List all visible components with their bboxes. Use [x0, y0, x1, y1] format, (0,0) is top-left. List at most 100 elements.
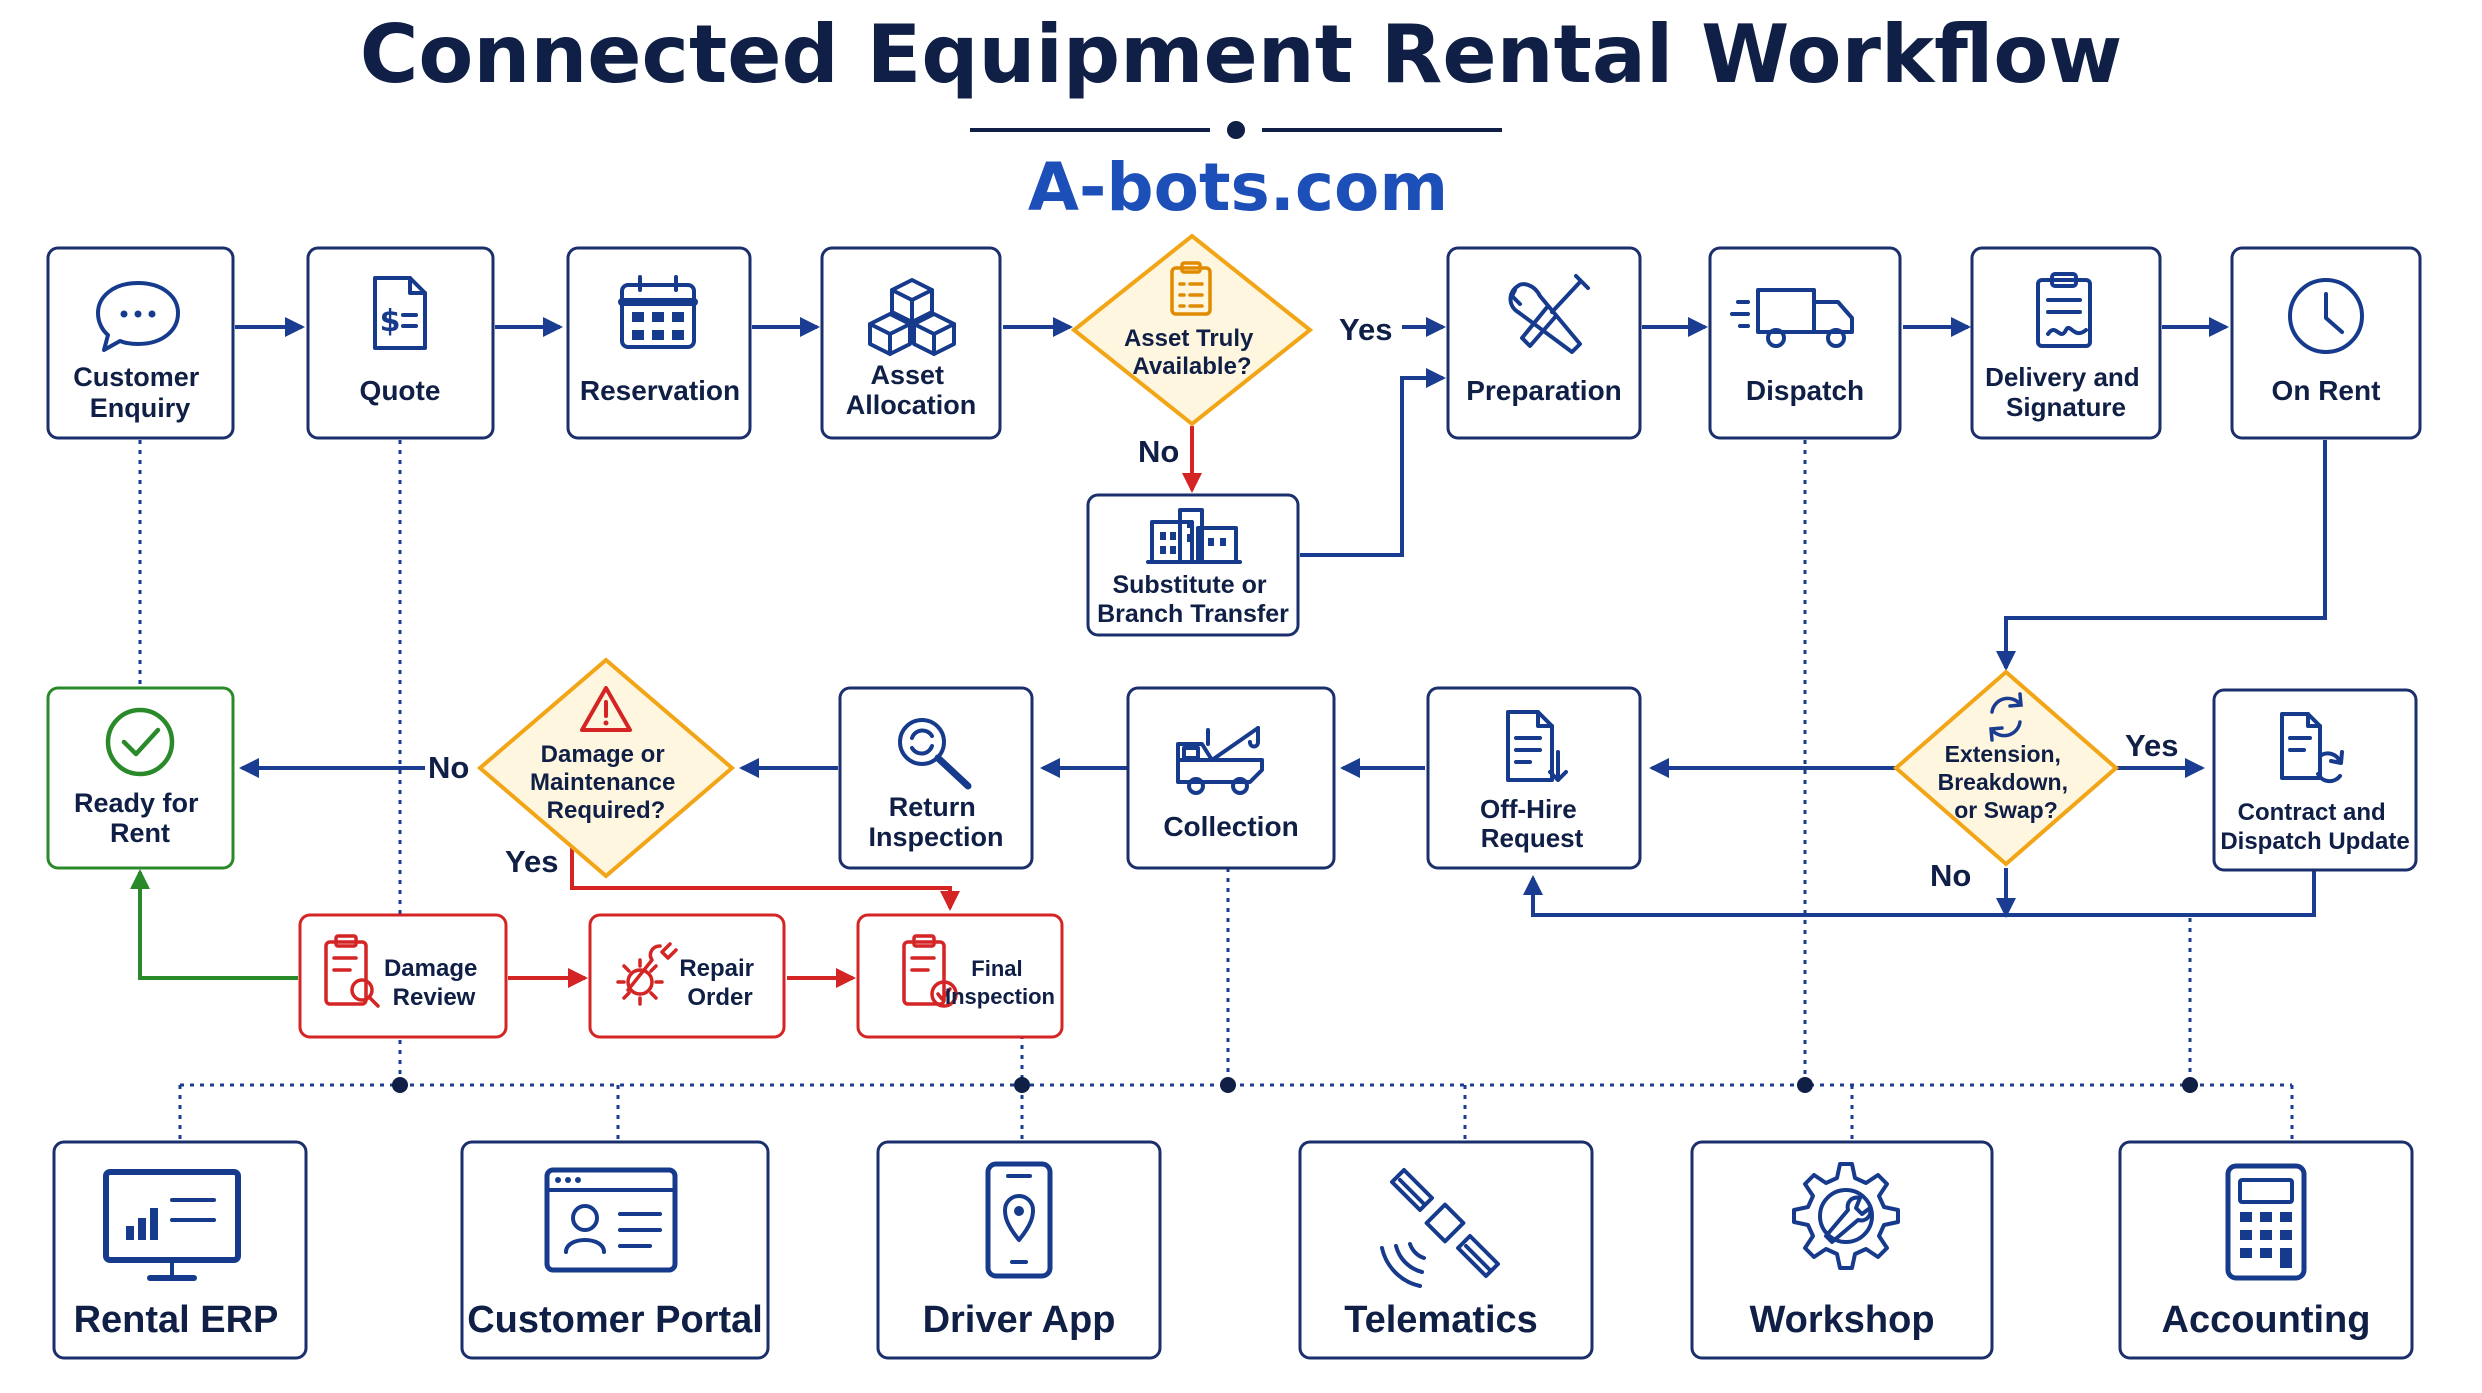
svg-text:Off-Hire Request: Off-Hire Request — [1480, 794, 1584, 853]
system-driver-app[interactable]: Driver App — [876, 1140, 1162, 1360]
system-label: Customer Portal — [467, 1299, 763, 1341]
step-label: Return — [889, 792, 976, 822]
step-label: Off-Hire — [1480, 794, 1577, 824]
check-circle-icon — [105, 707, 175, 777]
svg-text:Damage Review: Damage Review — [384, 955, 484, 1011]
edge-label-no: No — [428, 750, 469, 785]
step-substitute-branch-transfer[interactable]: Substitute or Branch Transfer — [1086, 493, 1300, 637]
page-title: Connected Equipment Rental Workflow — [360, 8, 2123, 101]
system-connectors — [138, 440, 2294, 1140]
step-return-inspection[interactable]: Return Inspection — [838, 686, 1034, 870]
decision-extension-breakdown-swap[interactable]: Extension, Breakdown, or Swap? — [1892, 669, 2120, 867]
svg-text:Damage or Maintenance: Damage or Maintenance Required? — [530, 741, 682, 824]
substitute-to-preparation-arrow — [1300, 368, 1446, 557]
system-label: Rental ERP — [74, 1299, 279, 1341]
step-label: Dispatch — [1746, 375, 1864, 406]
step-label: On Rent — [2272, 375, 2381, 406]
step-label: Repair — [679, 955, 754, 982]
middle-flow-arrows — [239, 758, 2316, 918]
svg-text:Final Inspection: Final Inspection — [945, 956, 1055, 1009]
svg-text:Ready for Rent: Ready for Rent — [74, 788, 206, 848]
edge-label-yes: Yes — [2125, 728, 2178, 763]
bus-junctions — [392, 1077, 2198, 1093]
clipboard-check-icon — [902, 934, 958, 1008]
calculator-icon — [2225, 1163, 2307, 1281]
step-preparation[interactable]: Preparation — [1446, 246, 1642, 440]
refresh-icon — [1989, 692, 2023, 742]
svg-text:Substitute or Branch Tra: Substitute or Branch Transfer — [1097, 571, 1289, 628]
step-label: Contract and — [2238, 799, 2386, 826]
step-label: Asset — [870, 360, 944, 390]
decision-label: Available? — [1132, 353, 1251, 380]
step-label: Customer — [73, 362, 200, 392]
decision-label: Asset Truly — [1124, 325, 1254, 352]
building-icon — [1146, 508, 1242, 564]
warning-icon — [580, 686, 632, 732]
step-label: Inspection — [868, 822, 1003, 852]
system-customer-portal[interactable]: Customer Portal — [460, 1140, 770, 1360]
step-label: Quote — [360, 375, 441, 406]
svg-text:Repair Order: Repair Order — [679, 955, 760, 1011]
step-customer-enquiry[interactable]: Customer Enquiry — [46, 246, 235, 440]
step-label: Preparation — [1466, 375, 1622, 406]
invoice-dollar-icon: $ — [373, 276, 427, 350]
step-asset-allocation[interactable]: Asset Allocation — [820, 246, 1002, 440]
gear-wrench-icon — [616, 942, 678, 1006]
decision-label: Damage or — [541, 741, 665, 768]
phone-pin-icon — [985, 1161, 1053, 1279]
decision-label: or Swap? — [1954, 797, 2058, 823]
svg-text:Delivery and Signature: Delivery and Signature — [1985, 362, 2147, 422]
step-label: Damage — [384, 955, 477, 982]
document-refresh-icon — [2280, 712, 2344, 784]
svg-text:Asset Allocation: Asset Allocation — [846, 360, 977, 420]
step-contract-dispatch-update[interactable]: Contract and Dispatch Update — [2212, 688, 2418, 872]
step-ready-for-rent[interactable]: Ready for Rent — [46, 686, 235, 870]
svg-text:Customer Enquiry: Customer Enquiry — [73, 362, 207, 423]
step-label: Substitute or — [1112, 571, 1266, 599]
system-telematics[interactable]: Telematics — [1298, 1140, 1594, 1360]
decision-label: Maintenance — [530, 769, 675, 796]
edge-label-no: No — [1930, 858, 1971, 893]
step-label: Ready for — [74, 788, 199, 818]
step-damage-review[interactable]: Damage Review — [298, 913, 508, 1039]
edge-label-no: No — [1138, 434, 1179, 469]
monitor-chart-icon — [103, 1169, 241, 1281]
system-accounting[interactable]: Accounting — [2118, 1140, 2414, 1360]
document-download-icon — [1506, 710, 1568, 782]
svg-text:Extension, Breakdown,: Extension, Breakdown, or Swap? — [1938, 741, 2075, 823]
system-label: Accounting — [2162, 1299, 2371, 1341]
svg-text:Contract and Dispatch Up: Contract and Dispatch Update — [2220, 799, 2409, 855]
decision-asset-available[interactable]: Asset Truly Available? — [1070, 233, 1314, 427]
step-dispatch[interactable]: Dispatch — [1708, 246, 1902, 440]
magnifier-icon — [898, 718, 972, 790]
step-delivery-signature[interactable]: Delivery and Signature — [1970, 246, 2162, 440]
step-label: Rent — [110, 818, 170, 848]
step-on-rent[interactable]: On Rent — [2230, 246, 2422, 440]
step-label: Final — [971, 956, 1022, 981]
browser-profile-icon — [544, 1167, 678, 1273]
step-label: Branch Transfer — [1097, 600, 1289, 628]
step-collection[interactable]: Collection — [1126, 686, 1336, 870]
svg-text:$: $ — [380, 304, 401, 339]
edge-label-yes: Yes — [1339, 312, 1392, 347]
step-repair-order[interactable]: Repair Order — [588, 913, 786, 1039]
step-reservation[interactable]: Reservation — [566, 246, 752, 440]
step-label: Signature — [2006, 392, 2126, 422]
decision-label: Required? — [547, 797, 666, 824]
system-workshop[interactable]: Workshop — [1690, 1140, 1994, 1360]
decision-label: Extension, — [1945, 741, 2061, 767]
damage-review-to-ready-arrow — [130, 869, 298, 980]
truck-icon — [1730, 288, 1854, 348]
step-off-hire-request[interactable]: Off-Hire Request — [1426, 686, 1642, 870]
system-label: Workshop — [1749, 1299, 1934, 1341]
step-label: Reservation — [580, 375, 740, 406]
system-rental-erp[interactable]: Rental ERP — [52, 1140, 308, 1360]
clock-icon — [2288, 278, 2364, 354]
step-quote[interactable]: $ Quote — [306, 246, 495, 440]
step-final-inspection[interactable]: Final Inspection — [856, 913, 1064, 1039]
step-label: Collection — [1163, 811, 1298, 842]
step-label: Allocation — [846, 390, 977, 420]
decision-damage-maintenance[interactable]: Damage or Maintenance Required? — [476, 657, 736, 879]
title-divider — [970, 121, 1502, 139]
